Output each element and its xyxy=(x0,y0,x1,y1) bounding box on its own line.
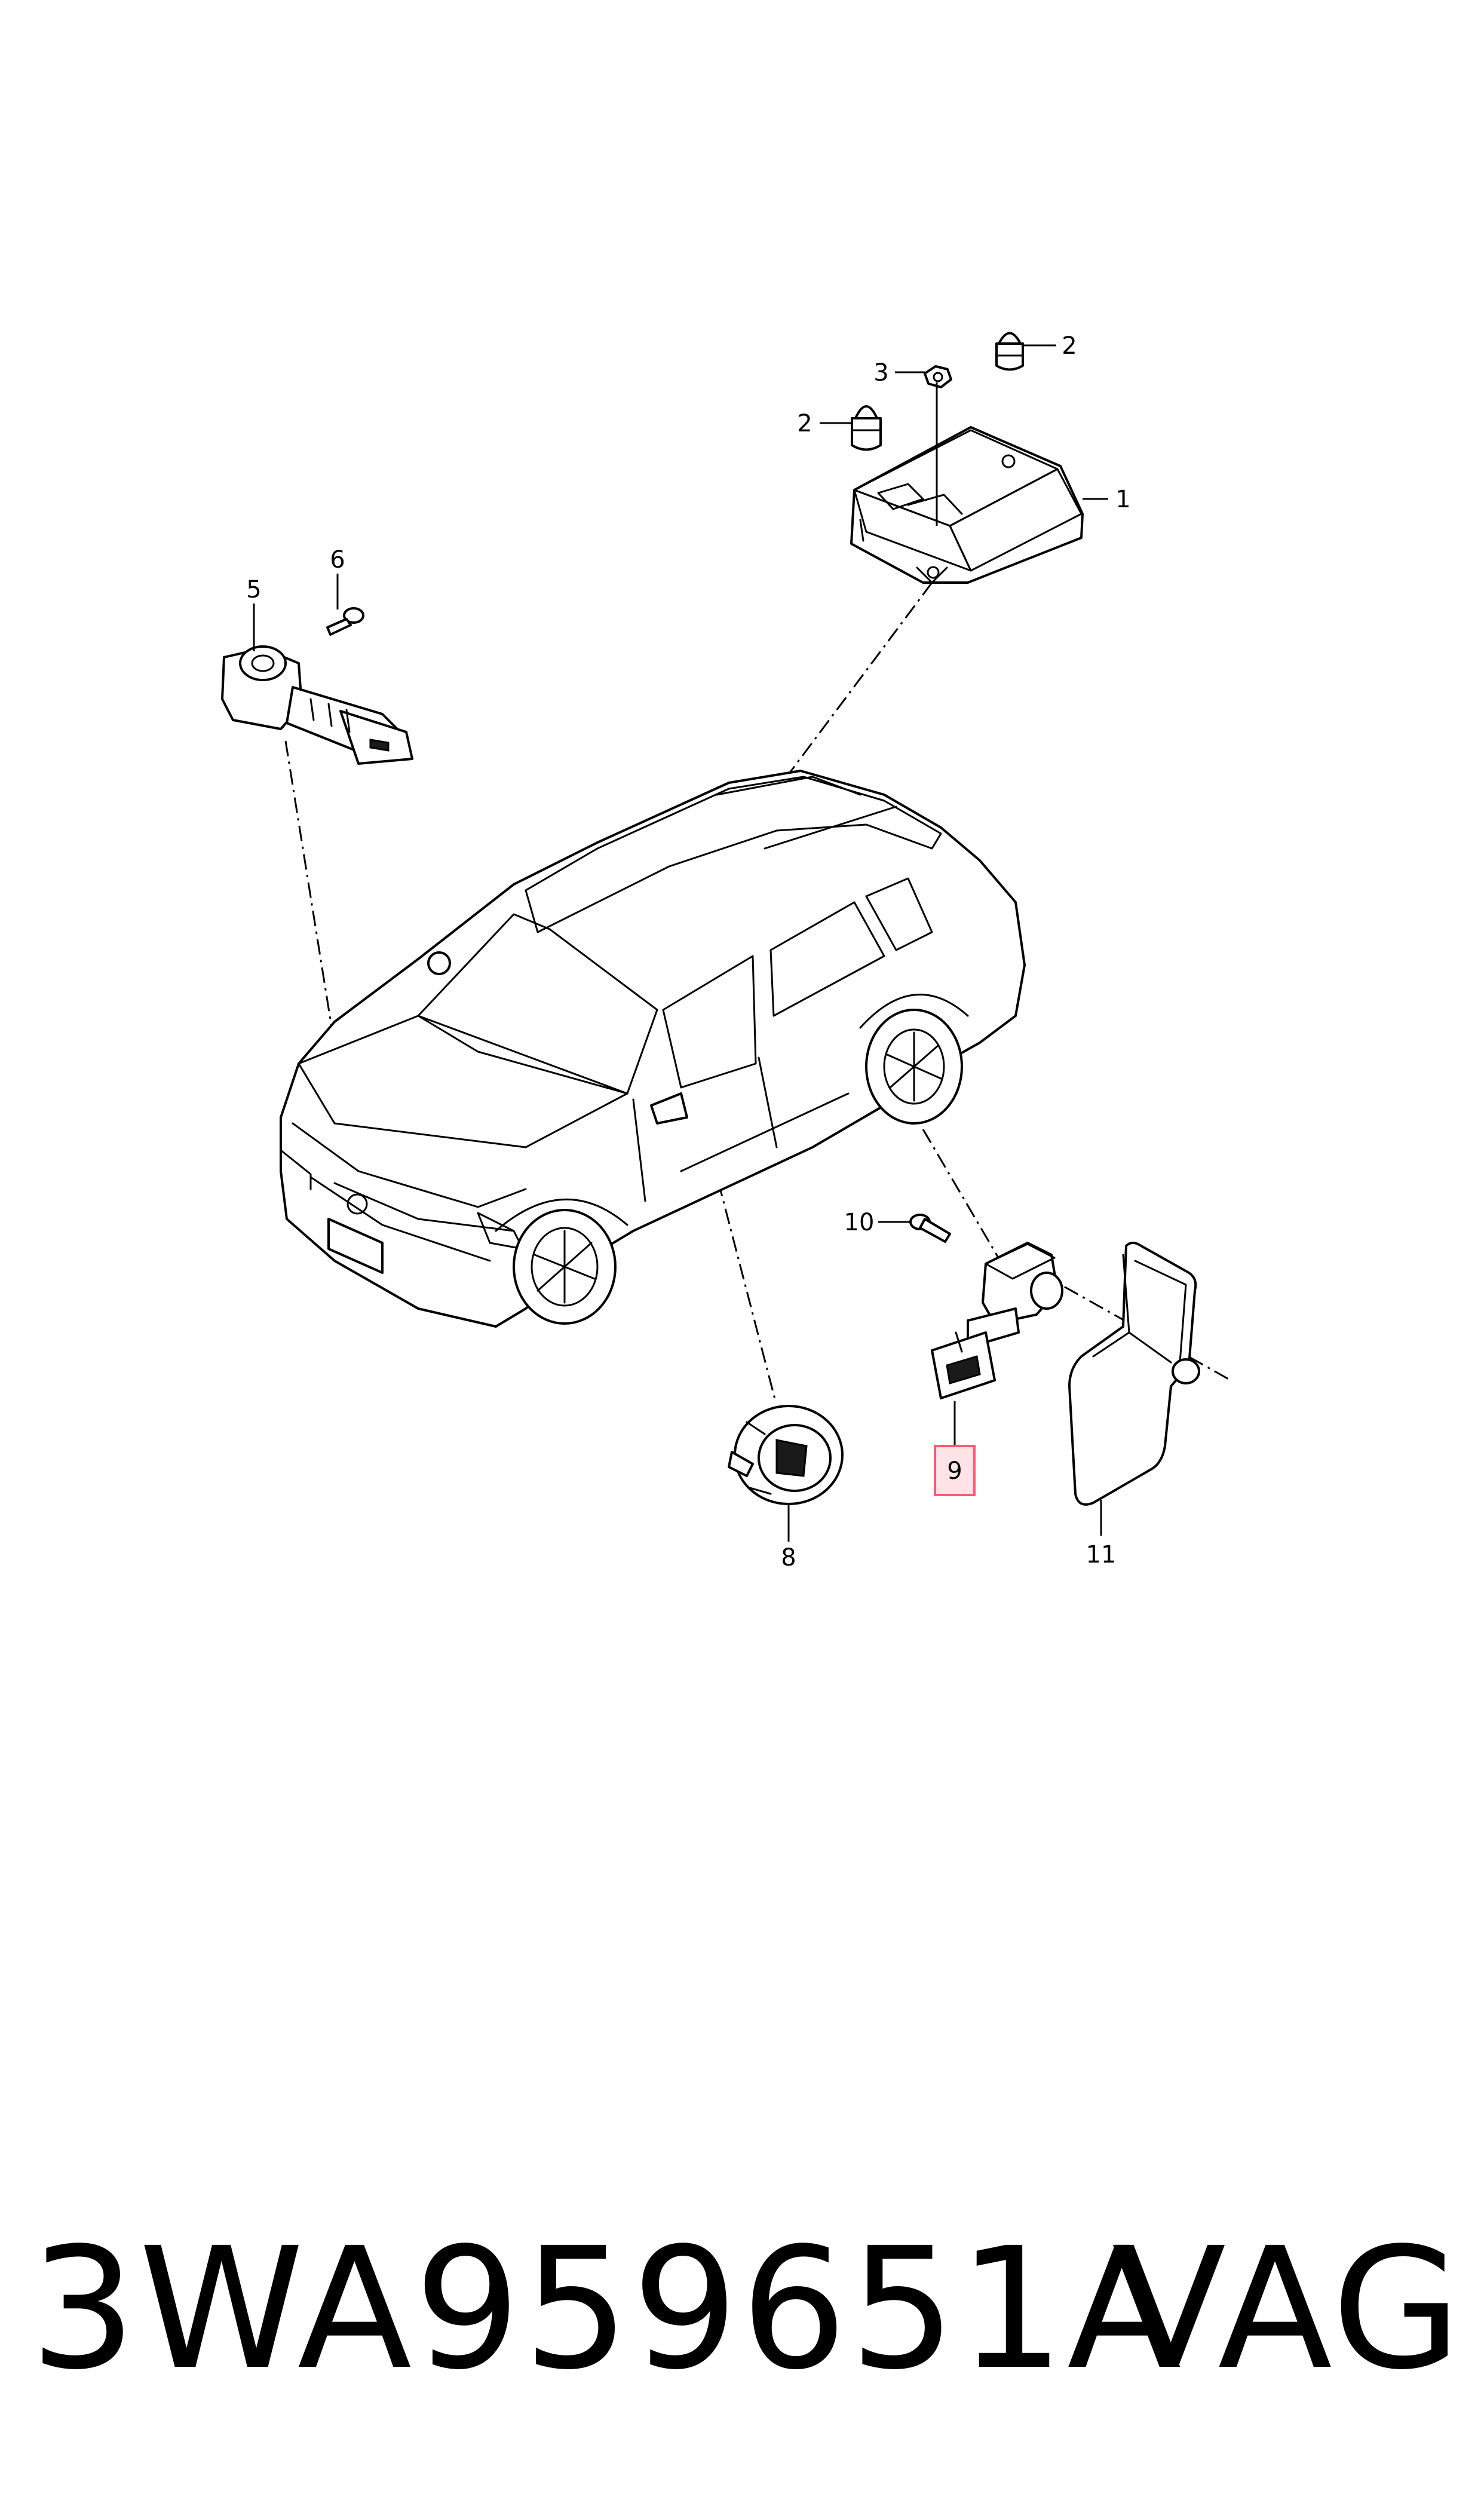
callout-2-left: 2 xyxy=(797,410,812,437)
callout-6: 6 xyxy=(330,546,345,574)
vehicle-suv-outline xyxy=(280,770,1026,1328)
callout-9-highlight xyxy=(934,1445,976,1496)
airbag-control-unit xyxy=(850,426,1084,584)
mounting-bracket xyxy=(1068,1242,1200,1506)
callout-10: 10 xyxy=(844,1209,875,1236)
callout-2-right: 2 xyxy=(1062,332,1077,360)
sensor-with-connector xyxy=(931,1242,1063,1399)
part-number: 3WA959651A xyxy=(30,2212,1184,2407)
callout-8: 8 xyxy=(781,1544,796,1572)
callout-3: 3 xyxy=(873,359,888,387)
callout-leaders xyxy=(253,344,1108,1542)
round-sensor xyxy=(728,1405,844,1505)
push-nut-right xyxy=(995,332,1024,371)
callout-1: 1 xyxy=(1115,486,1130,513)
part-footer: 3WA959651A VAG xyxy=(30,2211,1464,2408)
callout-11: 11 xyxy=(1086,1541,1117,1569)
bolt-6 xyxy=(326,607,364,636)
push-nut-left xyxy=(851,405,882,451)
callout-5: 5 xyxy=(246,576,261,604)
callout-labels: 1 2 2 3 5 6 8 9 10 11 xyxy=(246,332,1130,1572)
hex-nut xyxy=(924,365,952,388)
crash-sensor-front xyxy=(221,645,413,765)
bolt-10 xyxy=(909,1214,951,1243)
brand-name: VAG xyxy=(1111,2212,1464,2407)
callout-9: 9 xyxy=(947,1457,962,1485)
